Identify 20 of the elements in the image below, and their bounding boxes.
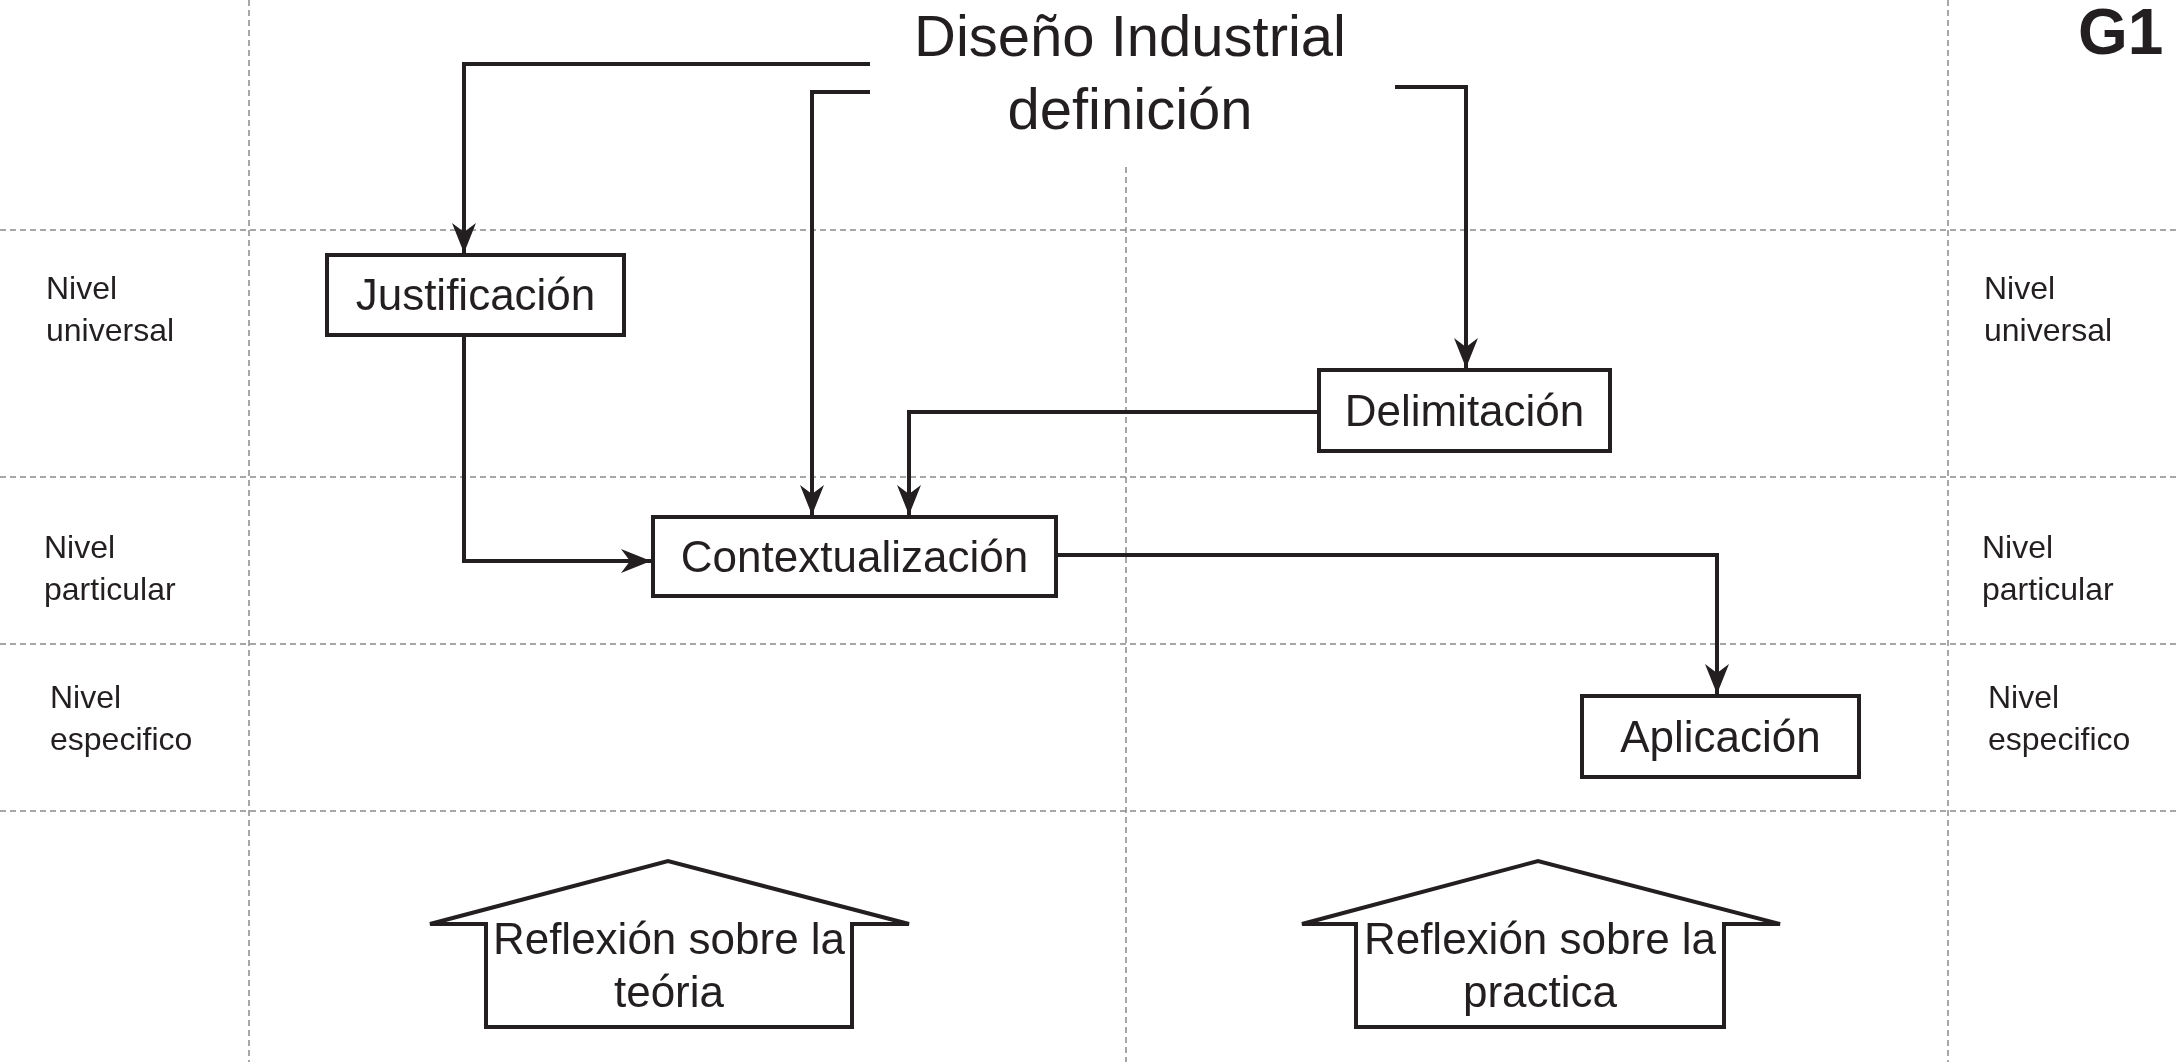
process-box: Justificación <box>325 253 626 337</box>
arrow <box>462 337 651 573</box>
level-label: Nivel especifico <box>50 678 193 759</box>
process-box: Delimitación <box>1317 368 1612 453</box>
figure-number: G1 <box>2078 0 2164 64</box>
arrow <box>897 410 1317 515</box>
arrow <box>452 62 870 253</box>
process-box: Contextualización <box>651 515 1058 598</box>
level-label: Nivel universal <box>46 269 175 350</box>
arrow <box>1058 553 1729 694</box>
process-box: Aplicación <box>1580 694 1861 779</box>
house-arrow-shape: Reflexión sobre la teória <box>430 861 909 1027</box>
level-label: Nivel especifico <box>1988 678 2131 759</box>
level-label: Nivel particular <box>44 528 176 609</box>
level-label: Nivel universal <box>1984 269 2113 350</box>
house-arrow-shape: Reflexión sobre la practica <box>1302 861 1780 1027</box>
arrow <box>1395 85 1478 368</box>
level-label: Nivel particular <box>1982 528 2114 609</box>
arrow <box>800 90 870 515</box>
heading-text: Diseño Industrial definición <box>860 0 1400 140</box>
